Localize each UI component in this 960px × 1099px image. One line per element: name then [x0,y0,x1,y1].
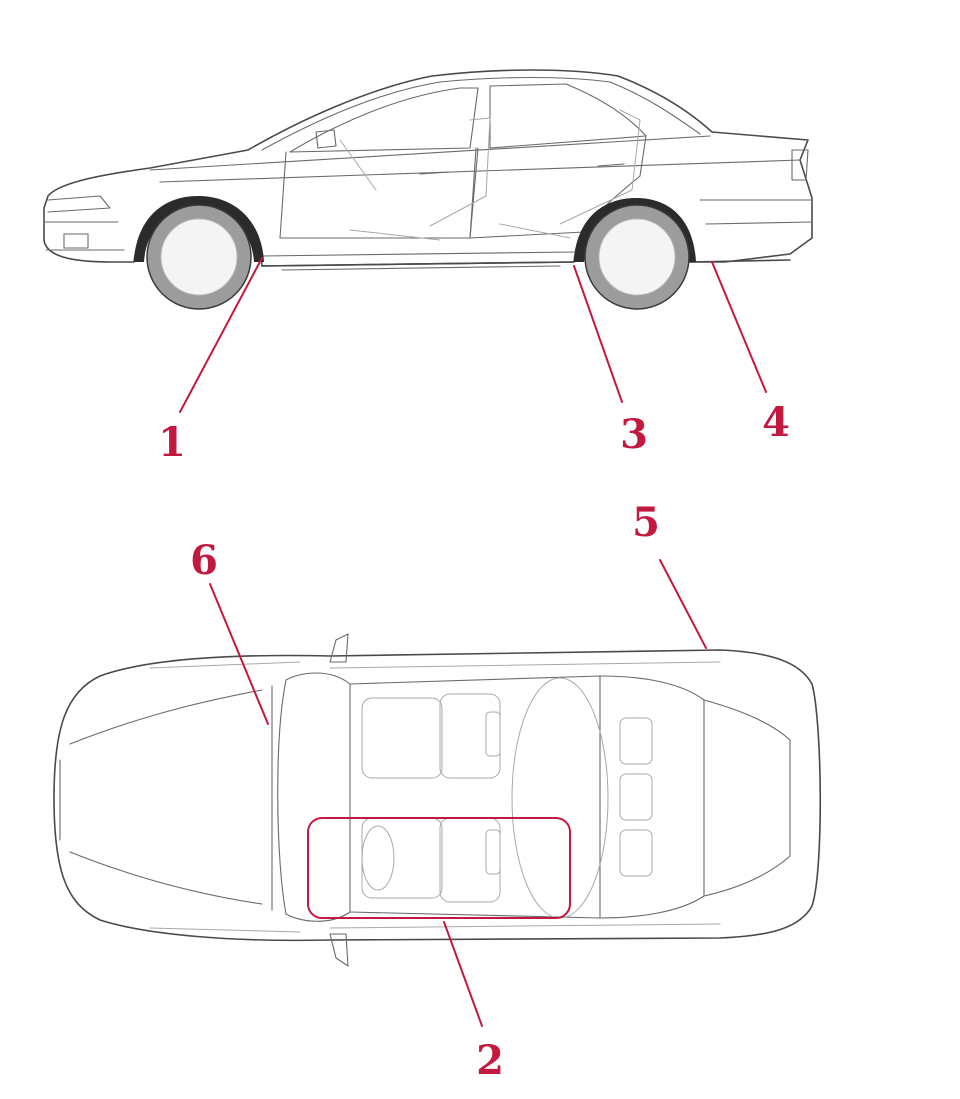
top-windshield [277,672,351,922]
top-hood [59,685,273,911]
side-headlamp [47,195,111,213]
leader-1 [179,257,263,413]
leader-6 [209,583,269,725]
side-view [43,69,813,310]
leader-2 [443,921,483,1027]
top-trunk [703,699,791,897]
side-door-front [279,147,477,239]
top-mirror-right [329,933,349,967]
leader-3 [573,265,623,403]
top-seats [361,677,653,919]
top-side-lines [149,661,721,933]
side-rear-lamp [791,149,809,181]
callout-5: 5 [632,499,660,546]
top-view [53,633,822,967]
callout-4: 4 [762,399,790,446]
side-sill [261,251,575,271]
side-door-handles [419,163,625,175]
top-roof [349,675,601,919]
leader-4 [711,261,767,393]
callout-2: 2 [476,1037,504,1084]
side-window-frame [289,83,647,153]
side-front-arch [134,196,264,262]
side-rear-wheel [584,204,690,310]
top-rear-window [599,675,705,919]
callout-leaders [179,257,767,1027]
side-rear-bumper [699,199,813,225]
callout-1: 1 [158,419,186,466]
top-body-outline [53,649,822,942]
side-fog-lamp [63,233,89,249]
zone-2-highlight [307,817,571,919]
callout-3: 3 [620,411,648,458]
callout-6: 6 [190,537,218,584]
side-front-wheel [146,204,252,310]
side-front-bumper [43,221,125,251]
side-belt-line [149,135,801,183]
side-interior-ghost [339,109,641,241]
side-mirror [315,129,337,149]
side-greenhouse [261,76,701,151]
top-mirror-left [329,633,349,663]
callout-numbers: 1 3 4 5 6 2 [158,399,790,1084]
leader-5 [659,559,707,649]
side-underbody [261,259,791,267]
